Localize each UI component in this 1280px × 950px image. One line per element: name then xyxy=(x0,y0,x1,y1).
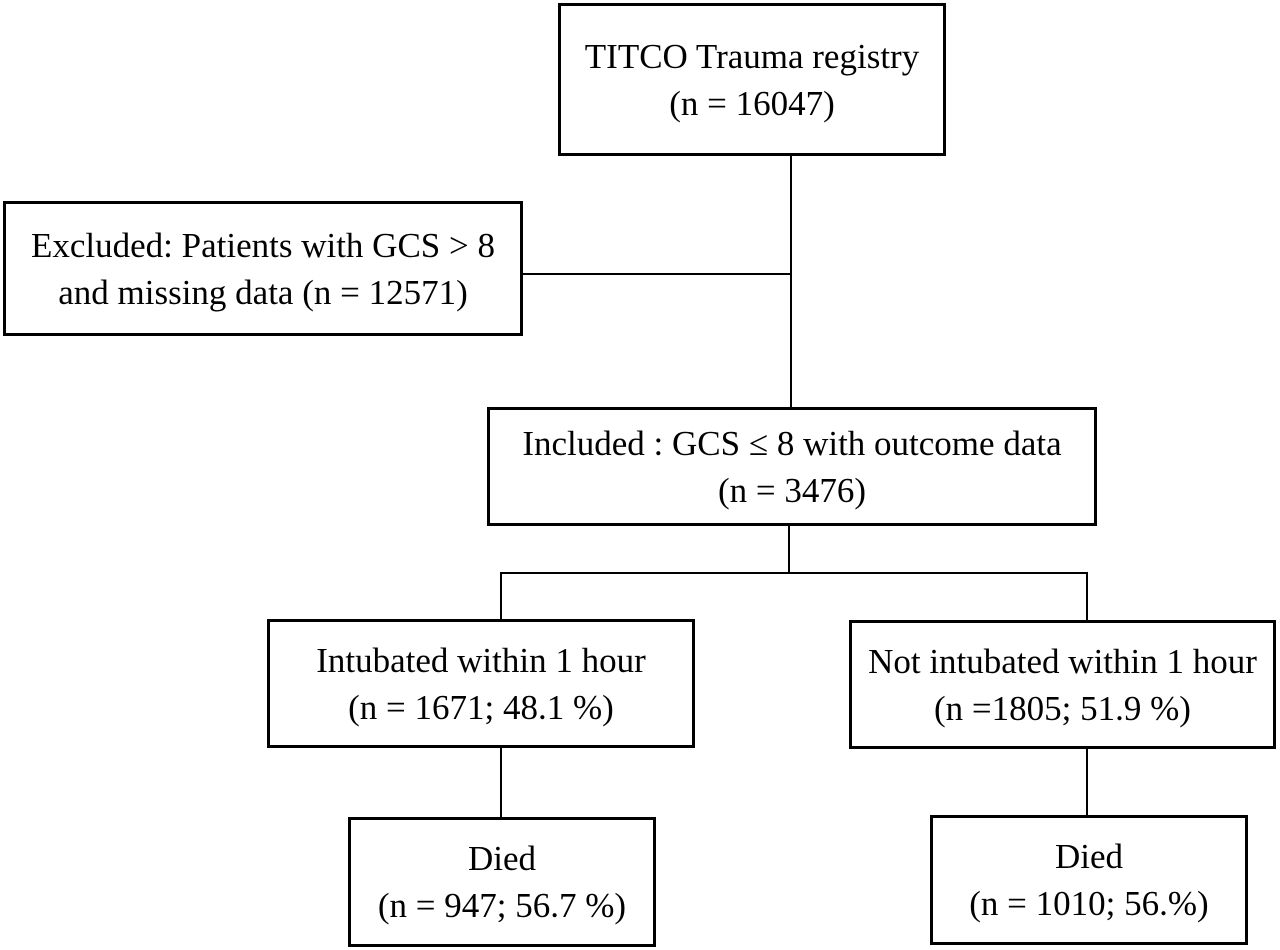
registry-box: TITCO Trauma registry (n = 16047) xyxy=(558,3,946,156)
registry-count: (n = 16047) xyxy=(669,83,835,123)
registry-title: TITCO Trauma registry xyxy=(584,36,920,76)
connector-intubated-to-died xyxy=(500,747,502,818)
not-intubated-line1: Not intubated within 1 hour xyxy=(868,641,1257,681)
included-box: Included : GCS ≤ 8 with outcome data (n … xyxy=(487,407,1097,526)
died-not-intubated-line2: (n = 1010; 56.%) xyxy=(969,884,1209,923)
connector-split-right xyxy=(1086,573,1088,621)
intubated-line2: (n = 1671; 48.1 %) xyxy=(348,687,614,727)
not-intubated-line2: (n =1805; 51.9 %) xyxy=(934,688,1191,728)
not-intubated-box: Not intubated within 1 hour (n =1805; 51… xyxy=(849,620,1276,749)
connector-excluded-branch xyxy=(522,273,791,275)
intubated-line1: Intubated within 1 hour xyxy=(316,640,646,680)
included-line1: Included : GCS ≤ 8 with outcome data xyxy=(522,423,1062,463)
died-intubated-line1: Died xyxy=(467,839,537,878)
connector-not-intubated-to-died xyxy=(1086,748,1088,816)
died-intubated-line2: (n = 947; 56.7 %) xyxy=(377,886,627,925)
included-line2: (n = 3476) xyxy=(717,470,867,510)
died-intubated-box: Died (n = 947; 56.7 %) xyxy=(348,817,656,947)
excluded-box: Excluded: Patients with GCS > 8 and miss… xyxy=(3,201,523,336)
died-not-intubated-box: Died (n = 1010; 56.%) xyxy=(930,815,1248,945)
intubated-box: Intubated within 1 hour (n = 1671; 48.1 … xyxy=(267,619,695,748)
connector-included-down xyxy=(788,525,790,573)
connector-registry-to-included xyxy=(790,155,792,407)
excluded-line1: Excluded: Patients with GCS > 8 xyxy=(30,225,496,265)
died-not-intubated-line1: Died xyxy=(1054,837,1124,876)
connector-split-horizontal xyxy=(500,572,1088,574)
excluded-line2: and missing data (n = 12571) xyxy=(58,272,468,312)
connector-split-left xyxy=(500,572,502,620)
